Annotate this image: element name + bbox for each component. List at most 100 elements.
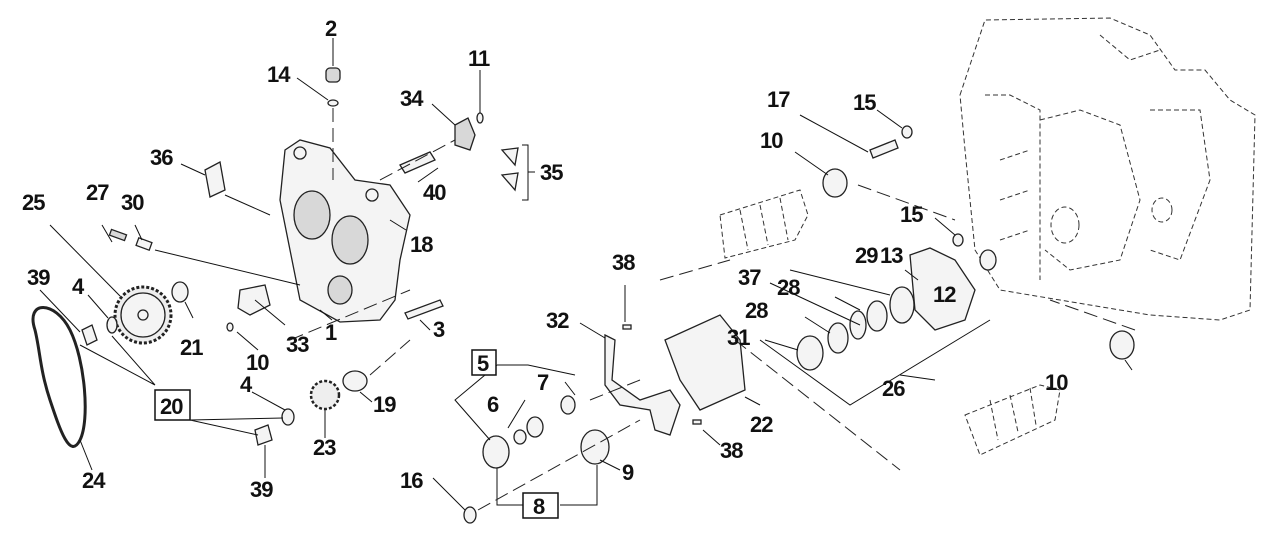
part-11 xyxy=(476,112,484,124)
callout-30: 30 xyxy=(121,190,144,215)
part-23-gear xyxy=(309,379,341,411)
part-15a xyxy=(901,125,913,139)
part-15b xyxy=(952,233,964,247)
svg-text:20: 20 xyxy=(160,394,183,419)
part-35b xyxy=(500,172,519,192)
callout-32: 32 xyxy=(546,308,569,333)
callout-38-top: 38 xyxy=(612,250,635,275)
part-4b xyxy=(281,408,295,426)
callout-23: 23 xyxy=(313,435,336,460)
part-37 xyxy=(849,310,867,340)
part-40 xyxy=(399,151,436,174)
callout-14: 14 xyxy=(267,62,291,87)
part-38b-screw xyxy=(692,419,702,425)
callout-17: 17 xyxy=(767,87,790,112)
callout-3: 3 xyxy=(433,317,445,342)
callout-12: 12 xyxy=(933,282,956,307)
cam-support-plate xyxy=(279,139,411,323)
callout-40: 40 xyxy=(423,180,446,205)
part-28b xyxy=(827,322,849,354)
part-7-oring xyxy=(560,395,576,415)
callout-18: 18 xyxy=(410,232,433,257)
callout-33: 33 xyxy=(286,332,309,357)
part-10a xyxy=(226,322,234,332)
part-14 xyxy=(327,99,339,107)
callout-4-top: 4 xyxy=(72,274,85,299)
callout-34: 34 xyxy=(400,86,424,111)
part-bearing-8a xyxy=(482,435,510,469)
part-5-washer xyxy=(526,416,544,438)
part-32-bracket xyxy=(604,333,681,436)
callout-31: 31 xyxy=(727,325,750,350)
camshaft-lower xyxy=(964,384,1061,456)
part-6 xyxy=(513,429,527,445)
part-36 xyxy=(204,161,226,198)
svg-text:5: 5 xyxy=(477,351,489,376)
callout-4-bottom: 4 xyxy=(240,372,253,397)
svg-text:8: 8 xyxy=(533,494,545,519)
part-16-snapring xyxy=(463,506,477,524)
camshaft-upper xyxy=(719,189,809,259)
part-12-oring xyxy=(979,249,997,271)
part-19 xyxy=(342,370,368,392)
part-27 xyxy=(108,228,128,242)
callout-22: 22 xyxy=(750,412,773,437)
callout-39-top: 39 xyxy=(27,265,50,290)
callout-16: 16 xyxy=(400,468,423,493)
callout-28-top: 28 xyxy=(777,275,800,300)
leader-lines xyxy=(39,38,1136,511)
part-35a xyxy=(500,147,519,167)
callout-1: 1 xyxy=(325,320,337,345)
part-4a xyxy=(106,316,118,334)
part-39b xyxy=(254,424,273,446)
callout-35: 35 xyxy=(540,160,563,185)
callout-2: 2 xyxy=(325,16,337,41)
callout-38-bottom: 38 xyxy=(720,438,743,463)
callout-19: 19 xyxy=(373,392,396,417)
callout-13: 13 xyxy=(880,243,903,268)
callout-26: 26 xyxy=(882,376,905,401)
callout-11: 11 xyxy=(468,46,490,71)
callout-21: 21 xyxy=(180,335,203,360)
part-33 xyxy=(237,284,271,316)
callout-9: 9 xyxy=(622,460,634,485)
callout-29: 29 xyxy=(855,243,878,268)
part-25-sprocket xyxy=(113,285,173,345)
callout-10-right: 10 xyxy=(1045,370,1068,395)
part-38a-screw xyxy=(622,324,632,330)
callout-6: 6 xyxy=(487,392,499,417)
part-13-pump-body xyxy=(909,247,976,331)
part-28a xyxy=(866,300,888,332)
part-10c-bearing xyxy=(1109,330,1135,360)
part-22-guide xyxy=(664,314,746,411)
part-30 xyxy=(135,237,153,251)
callout-15-mid: 15 xyxy=(900,202,923,227)
callout-28-bottom: 28 xyxy=(745,298,768,323)
callout-10-left: 10 xyxy=(246,350,269,375)
callout-15-top: 15 xyxy=(853,90,876,115)
part-34 xyxy=(454,117,476,151)
crankcase xyxy=(959,17,1256,321)
part-3-bolt xyxy=(404,299,444,320)
callout-25: 25 xyxy=(22,190,45,215)
callout-10-mid: 10 xyxy=(760,128,783,153)
part-9-bearing xyxy=(580,429,610,465)
part-29 xyxy=(889,286,915,324)
part-21 xyxy=(171,281,189,303)
callout-36: 36 xyxy=(150,145,173,170)
part-2 xyxy=(325,67,341,83)
part-31-bearing xyxy=(796,335,824,371)
callout-24: 24 xyxy=(82,468,106,493)
callout-39-bottom: 39 xyxy=(250,477,273,502)
callout-5-box: 5 xyxy=(471,349,497,376)
callout-8-box: 8 xyxy=(522,492,559,519)
part-39a xyxy=(81,324,98,346)
part-10b-bearing xyxy=(822,168,848,198)
callout-7: 7 xyxy=(537,370,549,395)
part-24-chain xyxy=(31,306,87,448)
part-17-pin xyxy=(869,139,899,159)
callout-20-box: 20 xyxy=(154,389,191,421)
callout-27: 27 xyxy=(86,180,109,205)
